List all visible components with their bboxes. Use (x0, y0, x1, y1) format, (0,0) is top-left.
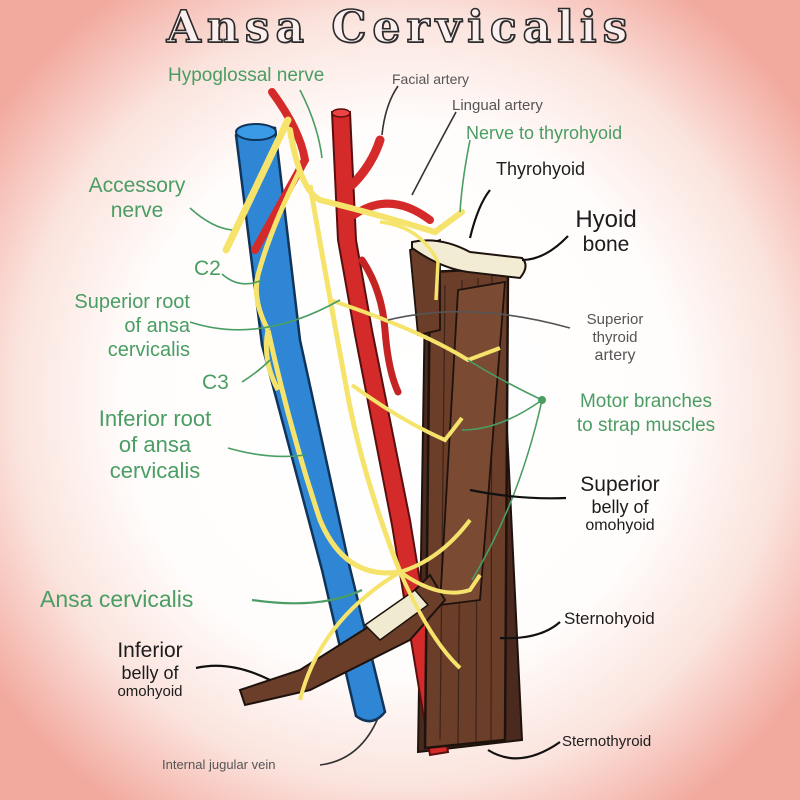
label-c2: C2 (194, 257, 221, 280)
leader-motor-2 (461, 399, 543, 431)
superior-thyroid-artery (358, 256, 402, 396)
label-inferior-belly-line2: belly of (121, 663, 179, 683)
carotid-opening (331, 108, 351, 118)
motor-branch-5 (398, 571, 462, 670)
motor-branch-1 (329, 298, 501, 363)
leader-superior-belly (469, 488, 567, 500)
label-c3: C3 (202, 371, 229, 394)
label-lingual-artery: Lingual artery (452, 97, 543, 114)
label-inferior-root-line2: of ansa (118, 432, 192, 457)
label-superior-root-line3: cervicalis (107, 339, 190, 361)
motor-branch-3 (399, 518, 472, 574)
facial-artery (347, 135, 385, 190)
label-sternothyroid: Sternothyroid (562, 733, 652, 750)
leader-accessory (189, 207, 233, 231)
leader-inferior-belly (195, 664, 271, 681)
accessory-nerve (222, 116, 292, 254)
label-facial-artery: Facial artery (392, 71, 470, 87)
label-ansa-cervicalis: Ansa cervicalis (40, 586, 194, 612)
leader-facial (381, 85, 399, 136)
label-superior-thyroid-line2: thyroid (592, 329, 638, 346)
leader-lines (189, 85, 571, 766)
label-superior-thyroid-line1: Superior (586, 311, 644, 328)
label-motor-branches-line2: to strap muscles (576, 415, 716, 436)
label-hyoid-bone-line1: Hyoid (575, 206, 637, 233)
leader-hyoid (521, 235, 569, 262)
leader-sternohyoid (499, 621, 561, 640)
superior-belly-omohyoid (439, 280, 506, 607)
motor-branches-dot (538, 396, 546, 404)
leader-inferior-root (227, 447, 306, 458)
leader-ijv (319, 717, 379, 766)
label-inferior-root-line1: Inferior root (98, 406, 212, 431)
label-hyoid-bone-line2: bone (582, 233, 630, 256)
leader-ansa (251, 589, 363, 605)
superior-root-ansa (307, 184, 403, 573)
nerve-to-thyrohyoid (379, 220, 440, 301)
label-hypoglossal-nerve: Hypoglossal nerve (168, 65, 325, 86)
label-superior-belly-line3: omohyoid (585, 517, 655, 534)
leader-motor-3 (471, 399, 543, 581)
label-inferior-belly-line1: Inferior (117, 639, 183, 662)
motor-branch-2 (350, 383, 464, 443)
leader-superior-root (189, 299, 341, 331)
occipital-artery (251, 88, 310, 254)
label-superior-belly-line1: Superior (580, 473, 660, 496)
label-accessory-nerve-line1: Accessory (88, 174, 186, 197)
label-thyrohyoid: Thyrohyoid (496, 159, 586, 179)
label-internal-jugular-vein: Internal jugular vein (162, 757, 276, 772)
leader-motor-1 (467, 359, 543, 401)
label-inferior-root-line3: cervicalis (109, 458, 201, 483)
label-accessory-nerve-line2: nerve (110, 199, 164, 222)
leader-sternothyroid (487, 741, 561, 760)
inferior-root-ansa (265, 329, 401, 576)
label-superior-root-line2: of ansa (124, 315, 190, 337)
label-inferior-belly-line3: omohyoid (117, 683, 183, 700)
label-sternohyoid: Sternohyoid (564, 609, 655, 628)
label-motor-branches-line1: Motor branches (579, 391, 712, 412)
label-nerve-to-thyrohyoid: Nerve to thyrohyoid (466, 123, 623, 143)
page-title: Ansa Cervicalis (166, 2, 634, 53)
leader-c2 (221, 273, 263, 285)
label-superior-belly-line2: belly of (591, 497, 649, 517)
c2-root (253, 168, 303, 332)
leader-thyrohyoid (468, 189, 491, 239)
leader-nerve-thyrohyoid (459, 139, 471, 213)
motor-branch-6 (298, 570, 402, 701)
label-superior-thyroid-line3: artery (594, 347, 636, 364)
leader-lingual (411, 111, 457, 196)
motor-branch-4 (398, 570, 482, 595)
leader-c3 (241, 359, 271, 383)
leader-hypoglossal (299, 89, 323, 159)
leader-superior-thyroid (387, 310, 571, 329)
label-superior-root-line1: Superior root (74, 291, 190, 313)
jugular-vein-opening (235, 123, 277, 141)
hypoglossal-nerve (287, 127, 465, 236)
